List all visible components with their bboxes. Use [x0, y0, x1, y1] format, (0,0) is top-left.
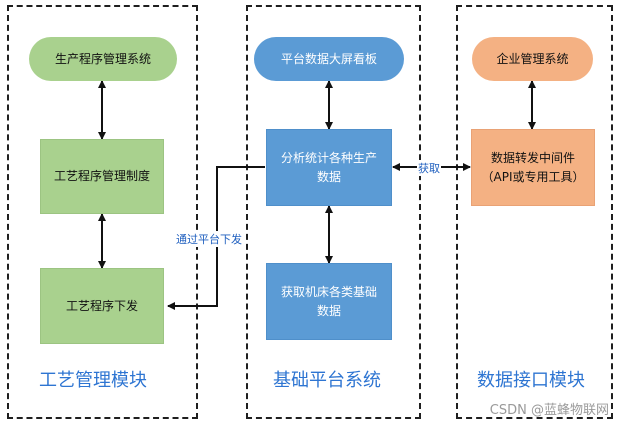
data-forwarding-middleware-node: 数据转发中间件 （API或专用工具）	[471, 129, 595, 206]
platform-module-container	[246, 5, 421, 419]
interface-module-title: 数据接口模块	[477, 370, 585, 391]
enterprise-management-system-node: 企业管理系统	[472, 37, 593, 81]
node-label: 生产程序管理系统	[54, 51, 151, 66]
machine-data-collection-node: 获取机床各类基础 数据	[266, 263, 392, 340]
node-label: 数据转发中间件 （API或专用工具）	[481, 150, 585, 184]
fetch-label: 获取	[417, 160, 441, 176]
node-label: 获取机床各类基础 数据	[280, 284, 377, 318]
node-label: 工艺程序管理制度	[53, 169, 150, 183]
node-label: 企业管理系统	[496, 51, 569, 66]
issue-via-platform-label: 通过平台下发	[175, 231, 243, 247]
interface-module-container	[456, 5, 613, 419]
production-program-system-node: 生产程序管理系统	[29, 37, 177, 81]
production-analysis-node: 分析统计各种生产 数据	[266, 129, 392, 206]
platform-dashboard-node: 平台数据大屏看板	[254, 37, 404, 81]
node-label: 工艺程序下发	[65, 298, 138, 313]
process-program-rules-node: 工艺程序管理制度	[40, 139, 164, 214]
platform-module-title: 基础平台系统	[273, 370, 381, 391]
node-label: 平台数据大屏看板	[280, 51, 377, 66]
process-module-title: 工艺管理模块	[39, 370, 147, 391]
watermark: CSDN @蓝蜂物联网	[489, 403, 609, 418]
process-module-container	[7, 5, 198, 419]
process-program-issue-node: 工艺程序下发	[40, 268, 164, 344]
node-label: 分析统计各种生产 数据	[280, 150, 377, 184]
